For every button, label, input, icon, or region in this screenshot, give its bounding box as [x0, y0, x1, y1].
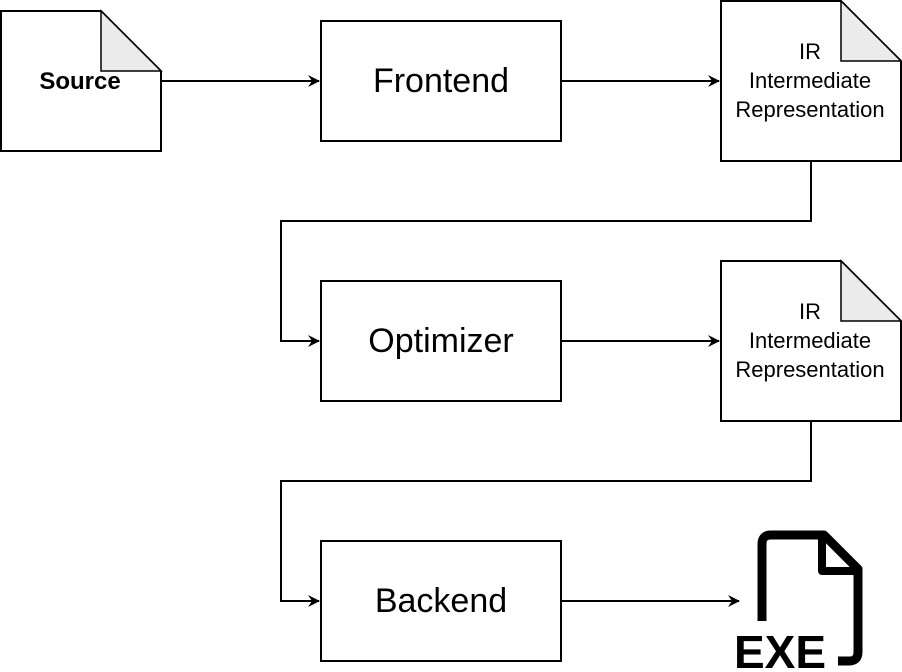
ir-1-line1: IR [799, 39, 821, 64]
source-label: Source [39, 68, 120, 95]
backend-label: Backend [375, 582, 507, 620]
frontend-label: Frontend [373, 62, 509, 100]
edge-ir1-optimizer [280, 161, 812, 347]
ir-1-line3: Representation [735, 97, 884, 122]
optimizer-node: Optimizer [320, 280, 562, 402]
ir-node-1: IR Intermediate Representation [720, 0, 902, 162]
source-node: Source [0, 9, 163, 152]
exe-file-icon: EXE [734, 530, 863, 672]
exe-label: EXE [734, 626, 826, 672]
ir-2-line1: IR [799, 299, 821, 324]
edge-ir2-backend [280, 421, 812, 607]
frontend-node: Frontend [320, 20, 562, 142]
ir-1-line2: Intermediate [749, 68, 871, 93]
backend-node: Backend [320, 540, 562, 662]
ir-node-2: IR Intermediate Representation [720, 259, 902, 422]
ir-2-line2: Intermediate [749, 328, 871, 353]
ir-2-line3: Representation [735, 357, 884, 382]
optimizer-label: Optimizer [368, 322, 513, 360]
